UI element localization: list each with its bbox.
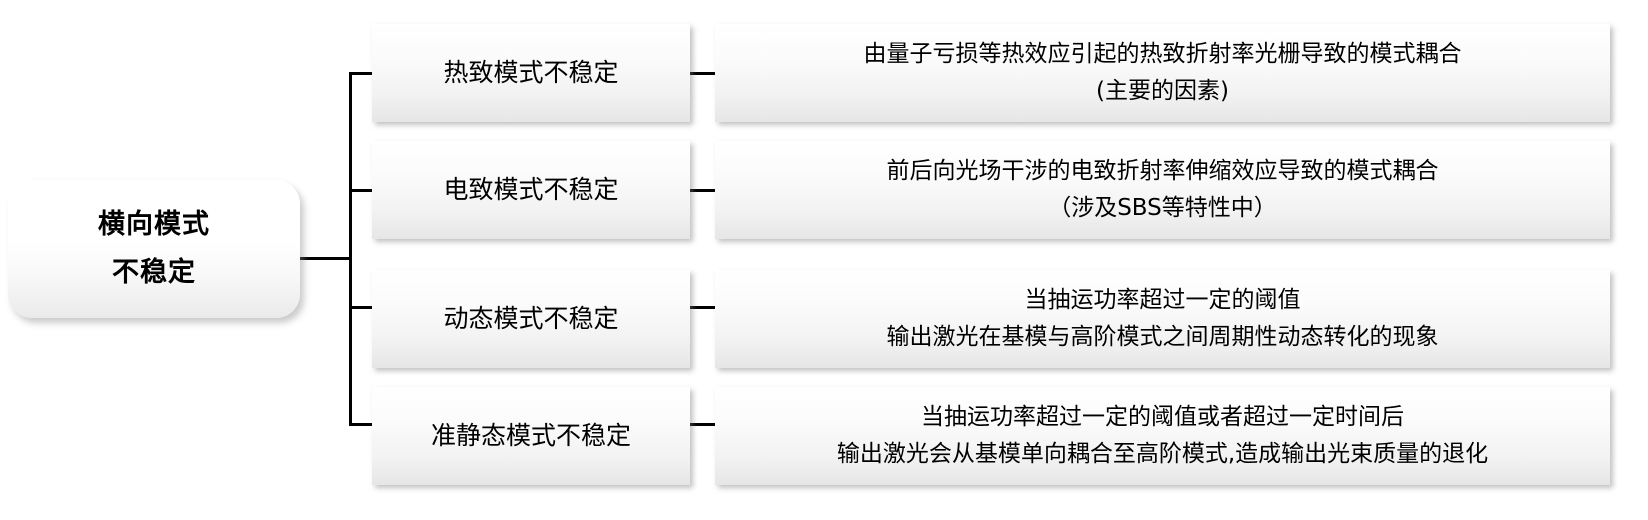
root-node-line-2: 不稳定 bbox=[112, 257, 196, 288]
connector-link-3 bbox=[690, 306, 717, 309]
connector-root-stub bbox=[292, 257, 352, 260]
connector-link-2 bbox=[690, 189, 717, 192]
connector-vertical-spine bbox=[349, 72, 352, 425]
description-node-3-line-1: 当抽运功率超过一定的阈值 bbox=[1024, 287, 1301, 314]
category-node-2-label: 电致模式不稳定 bbox=[443, 175, 619, 205]
description-node-4-line-1: 当抽运功率超过一定的阈值或者超过一定时间后 bbox=[921, 404, 1404, 431]
category-node-4: 准静态模式不稳定 bbox=[372, 387, 690, 485]
category-node-3: 动态模式不稳定 bbox=[372, 270, 690, 368]
description-node-4-line-2: 输出激光会从基模单向耦合至高阶模式,造成输出光束质量的退化 bbox=[836, 441, 1489, 467]
description-node-1: 由量子亏损等热效应引起的热致折射率光栅导致的模式耦合 (主要的因素) bbox=[715, 24, 1610, 122]
connector-branch-3 bbox=[349, 306, 374, 309]
description-node-2: 前后向光场干涉的电致折射率伸缩效应导致的模式耦合 （涉及SBS等特性中） bbox=[715, 141, 1610, 239]
description-node-3: 当抽运功率超过一定的阈值 输出激光在基模与高阶模式之间周期性动态转化的现象 bbox=[715, 270, 1610, 368]
connector-link-1 bbox=[690, 72, 717, 75]
description-node-4: 当抽运功率超过一定的阈值或者超过一定时间后 输出激光会从基模单向耦合至高阶模式,… bbox=[715, 387, 1610, 485]
category-node-1: 热致模式不稳定 bbox=[372, 24, 690, 122]
root-node: 横向模式 不稳定 bbox=[8, 180, 300, 318]
description-node-1-line-2: (主要的因素) bbox=[1096, 78, 1229, 104]
category-node-2: 电致模式不稳定 bbox=[372, 141, 690, 239]
connector-branch-1 bbox=[349, 72, 374, 75]
category-node-3-label: 动态模式不稳定 bbox=[443, 304, 619, 334]
description-node-2-line-1: 前后向光场干涉的电致折射率伸缩效应导致的模式耦合 bbox=[886, 158, 1439, 185]
connector-branch-2 bbox=[349, 189, 374, 192]
description-node-2-line-2: （涉及SBS等特性中） bbox=[1048, 195, 1277, 221]
description-node-3-line-2: 输出激光在基模与高阶模式之间周期性动态转化的现象 bbox=[886, 324, 1439, 350]
category-node-4-label: 准静态模式不稳定 bbox=[430, 421, 631, 451]
connector-branch-4 bbox=[349, 423, 374, 426]
connector-link-4 bbox=[690, 423, 717, 426]
description-node-1-line-1: 由量子亏损等热效应引起的热致折射率光栅导致的模式耦合 bbox=[863, 41, 1462, 68]
root-node-line-1: 横向模式 bbox=[98, 209, 210, 241]
category-node-1-label: 热致模式不稳定 bbox=[443, 58, 619, 88]
